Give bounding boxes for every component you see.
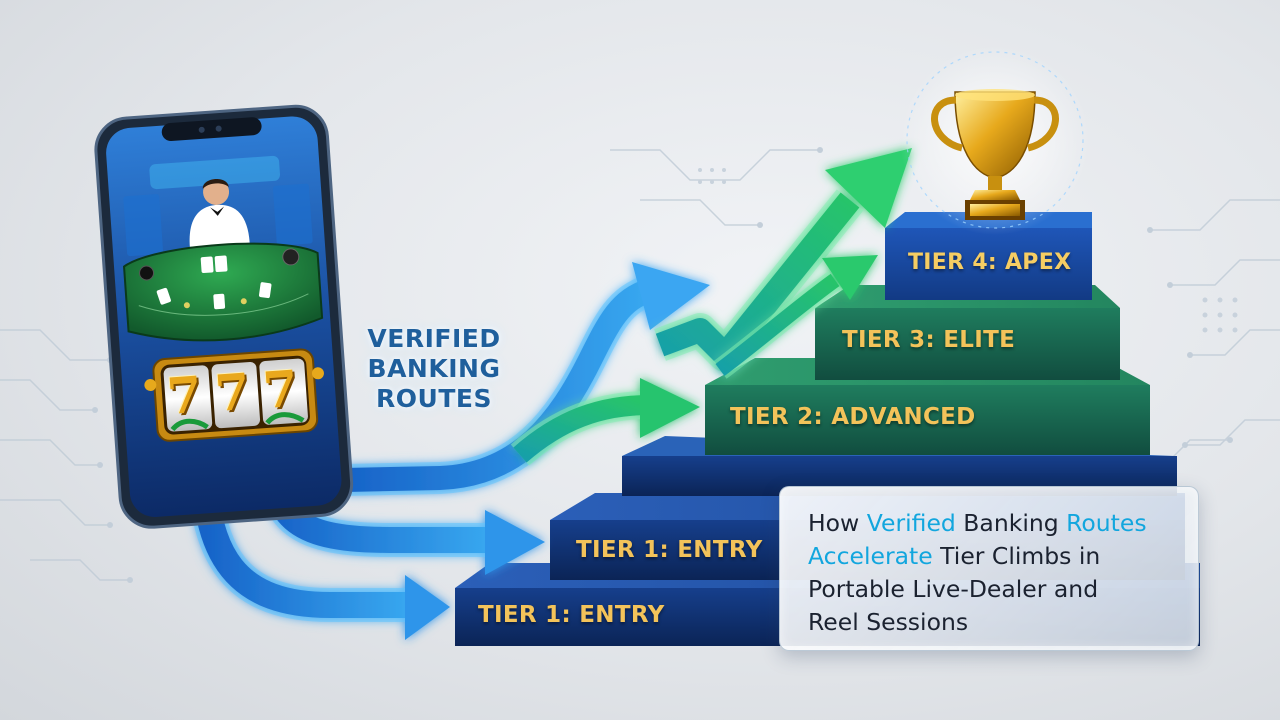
tier-3-elite-label: TIER 3: ELITE xyxy=(842,327,1016,353)
slot-reel-digit-3: 7 xyxy=(260,358,300,421)
headline-line-1: How Verified Banking Routes xyxy=(808,509,1147,537)
tier-1-entry-lower-label: TIER 1: ENTRY xyxy=(478,602,665,628)
highlight-verified: Verified xyxy=(866,509,956,537)
headline-line-2: Accelerate Tier Climbs in xyxy=(808,542,1101,570)
headline-line-3: Portable Live-Dealer and xyxy=(808,575,1099,603)
slot-reel-digit-2: 7 xyxy=(212,361,252,424)
verified-banking-routes-label: VERIFIED BANKING ROUTES xyxy=(352,324,516,414)
routes-label-line-3: ROUTES xyxy=(376,384,492,413)
slot-reel-digit-1: 7 xyxy=(164,364,204,427)
highlight-accelerate: Accelerate xyxy=(808,542,933,570)
step-4-front xyxy=(705,385,1150,455)
arrow-blue-rising xyxy=(344,262,710,496)
step-5-front xyxy=(815,308,1120,380)
tier-1-entry-upper-label: TIER 1: ENTRY xyxy=(576,537,763,563)
tier-2-advanced-label: TIER 2: ADVANCED xyxy=(730,404,976,430)
arrow-green-to-apex xyxy=(654,148,912,372)
highlight-routes: Routes xyxy=(1066,509,1147,537)
step-6-front xyxy=(885,228,1092,300)
slot-reel-icon xyxy=(144,348,324,442)
dealer-icon xyxy=(189,178,250,247)
routes-label-line-1: VERIFIED xyxy=(367,324,501,353)
arrow-green-to-elite xyxy=(713,255,878,379)
routes-label-line-2: BANKING xyxy=(367,354,501,383)
headline-line-4: Reel Sessions xyxy=(808,608,969,636)
arrow-green-to-tier-2 xyxy=(510,378,700,466)
headline-info-box: How Verified Banking Routes Accelerate T… xyxy=(779,486,1199,651)
tier-4-apex-label: TIER 4: APEX xyxy=(908,250,1072,275)
